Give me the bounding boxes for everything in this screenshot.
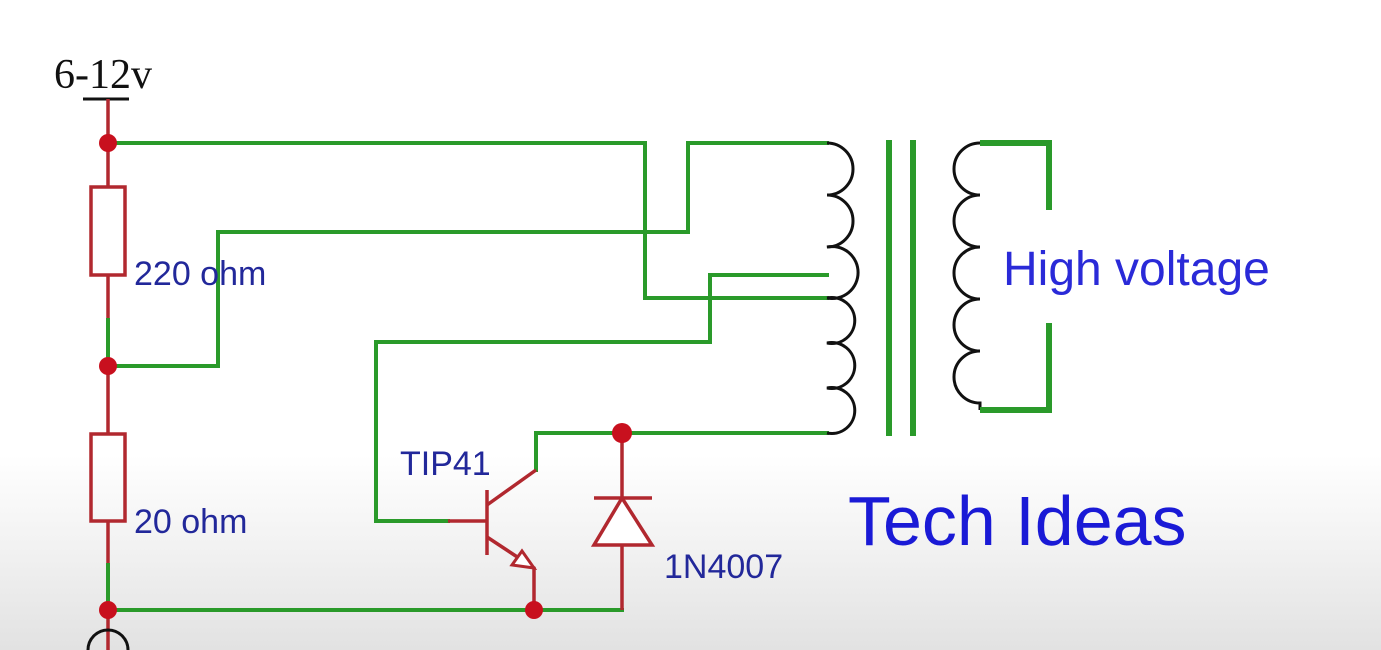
junction-supply [99, 134, 117, 152]
diode-1n4007 [590, 433, 656, 610]
diode-label: 1N4007 [664, 548, 783, 586]
output-label: High voltage [1003, 243, 1270, 296]
transformer-secondary [952, 141, 982, 410]
transformer-primary [826, 141, 860, 435]
junction-ground-left [99, 601, 117, 619]
resistor-220-ohm [89, 185, 127, 277]
output-leads [980, 140, 1052, 413]
supply-label: 6-12v [54, 52, 152, 98]
ground-symbol [86, 628, 130, 650]
junction-emitter [525, 601, 543, 619]
junction-divider [99, 357, 117, 375]
brand-label: Tech Ideas [848, 482, 1187, 560]
transistor-tip41 [448, 468, 538, 610]
resistor-top-label: 220 ohm [134, 255, 266, 293]
resistor-bottom-label: 20 ohm [134, 503, 247, 541]
resistor-20-ohm [89, 432, 127, 523]
transformer-core [886, 140, 916, 436]
junction-dots [99, 134, 632, 619]
junction-collector [612, 423, 632, 443]
transistor-label: TIP41 [400, 445, 491, 483]
